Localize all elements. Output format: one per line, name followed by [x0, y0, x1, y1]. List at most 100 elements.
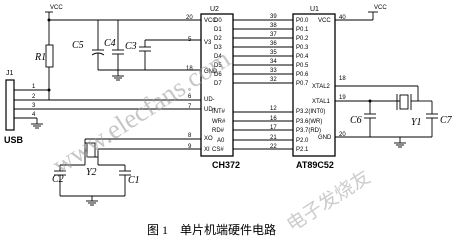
figure-caption: 图 1 单片机端硬件电路 [147, 222, 276, 237]
u1-pin-p03: P0.3 [296, 45, 309, 51]
c1-label: C1 [128, 175, 140, 186]
u2-pin-a0: A0 [217, 138, 225, 144]
usb-label: USB [4, 135, 24, 145]
u2-num-xo: 8 [188, 133, 192, 139]
u2-pin-wr: WR# [212, 119, 226, 125]
u2-pin-d0: D0 [214, 18, 222, 24]
vcc-left-label: VCC [50, 5, 63, 11]
u2-pin-vcc: VCC [204, 18, 217, 24]
u1-right-pins: VCC 40 XTAL2 18 XTAL1 19 GND 20 [312, 15, 346, 141]
c5-label: C5 [72, 40, 84, 51]
u1-pin-xtal2: XTAL2 [312, 84, 331, 90]
u1-port-pins: P0.0 P0.1 P0.2 P0.3 P0.4 P0.5 P0.6 P0.7 [296, 18, 309, 87]
u1-part: AT89C52 [296, 160, 334, 170]
u1-num-xtal2: 18 [339, 76, 346, 82]
u2-num-int: 12 [270, 106, 277, 112]
u1-num-xtal1: 19 [339, 95, 346, 101]
u1-pin-p02: P0.2 [296, 36, 309, 42]
u2-pin-udm: UD- [204, 97, 215, 103]
u2-ref: U2 [210, 6, 219, 13]
u2-pin-rd: RD# [212, 128, 225, 134]
u1-pin-vcc: VCC [318, 18, 331, 24]
u2-num-cs: 22 [270, 144, 277, 150]
u2-num-udp: 7 [188, 104, 192, 110]
u2-num-xi: 9 [188, 144, 192, 150]
u2-num-gnd: 18 [186, 66, 193, 72]
u2-pin-cs: CS# [212, 147, 224, 153]
vcc-right-symbol: VCC [368, 5, 387, 20]
u2-pin-d3: D3 [214, 45, 222, 51]
u2-num-rd: 17 [270, 125, 277, 131]
u2-pin-int: INT# [212, 109, 226, 115]
u1-pin-gnd: GND [318, 135, 332, 141]
u2-pin-d2: D2 [214, 36, 222, 42]
u1-pin-p00: P0.0 [296, 18, 309, 24]
u2-num-vcc: 20 [186, 15, 193, 21]
u2-pin-d5: D5 [214, 63, 222, 69]
vcc-right-label: VCC [374, 5, 387, 11]
u1-pin-p07: P0.7 [296, 81, 309, 87]
u2-num-d1: 38 [270, 23, 277, 29]
u2-pin-d7: D7 [214, 81, 222, 87]
u2-ctrl-pins: INT# WR# RD# A0 CS# [212, 109, 226, 153]
c2-label: C2 [52, 174, 64, 185]
u2-left-pins: VCC 20 V3 5 GND 18 UD- 6 UD+ 7 XO 8 XI 9 [186, 15, 218, 153]
c6-label: C6 [350, 115, 362, 126]
u1-body [292, 13, 336, 157]
usb-pin-4: 4 [32, 112, 36, 118]
usb-pin-1: 1 [32, 84, 36, 90]
u2-pin-gnd: GND [204, 69, 218, 75]
u1-ref: U1 [310, 6, 319, 13]
r1-label: R1 [34, 52, 46, 63]
u2-body [200, 13, 234, 157]
u2-num-d3: 36 [270, 41, 277, 47]
u1-pin-p05: P0.5 [296, 63, 309, 69]
j1-ref: J1 [6, 70, 14, 77]
u1-pin-xtal1: XTAL1 [312, 99, 331, 105]
u2-pin-d4: D4 [214, 54, 222, 60]
u2-data-pins: D0 D1 D2 D3 D4 D5 D6 D7 [214, 18, 222, 87]
u2-num-wr: 16 [270, 116, 277, 122]
u1-pin-p20: P2.0 [296, 138, 309, 144]
u2-num-a0: 21 [270, 135, 277, 141]
u2-num-d2: 37 [270, 32, 277, 38]
usb-lines [14, 89, 201, 119]
u2-pin-d6: D6 [214, 72, 222, 78]
u2-ctrl-nums: 12 16 17 21 22 [270, 106, 277, 150]
u2-pin-d1: D1 [214, 27, 222, 33]
u2-part: CH372 [212, 160, 240, 170]
u1-num-vcc: 40 [339, 15, 346, 21]
y1-crystal [399, 94, 409, 110]
usb-connector [5, 79, 15, 131]
u1-num-gnd: 20 [339, 132, 346, 138]
c4-label: C4 [104, 38, 116, 49]
usb-pin-2: 2 [32, 94, 36, 100]
u2-num-d4: 35 [270, 50, 277, 56]
u2-num-d5: 34 [270, 59, 277, 65]
control-wires [233, 111, 293, 150]
u2-pin-xo: XO [204, 136, 213, 142]
usb-pin-3: 3 [32, 103, 36, 109]
u1-pin-p21: P2.1 [296, 147, 309, 153]
u2-data-nums: 39 38 37 36 35 34 33 32 [270, 14, 277, 83]
r1-body [45, 44, 54, 68]
y1-label: Y1 [411, 117, 422, 128]
u2-pin-udp: UD+ [204, 107, 217, 113]
u1-ctrl-pins: P3.2(INT0) P3.6(WR) P3.7(RD) P2.0 P2.1 [296, 109, 325, 153]
vcc-left-symbol: VCC [45, 5, 63, 20]
c3-label: C3 [125, 41, 137, 52]
c7-label: C7 [440, 115, 453, 126]
y2-label: Y2 [86, 167, 97, 178]
u2-num-d0: 39 [270, 14, 277, 20]
u2-num-d7: 32 [270, 77, 277, 83]
watermark-cn: 电子发烧友 [283, 166, 375, 236]
u2-num-udm: 6 [188, 94, 192, 100]
u1-pin-p01: P0.1 [296, 27, 309, 33]
u1-pin-wr: P3.6(WR) [296, 119, 322, 125]
u1-pin-rd: P3.7(RD) [296, 128, 321, 134]
u2-num-d6: 33 [270, 68, 277, 74]
data-bus-wires [233, 19, 293, 84]
u1-pin-p06: P0.6 [296, 72, 309, 78]
u1-pin-int0: P3.2(INT0) [296, 109, 325, 115]
